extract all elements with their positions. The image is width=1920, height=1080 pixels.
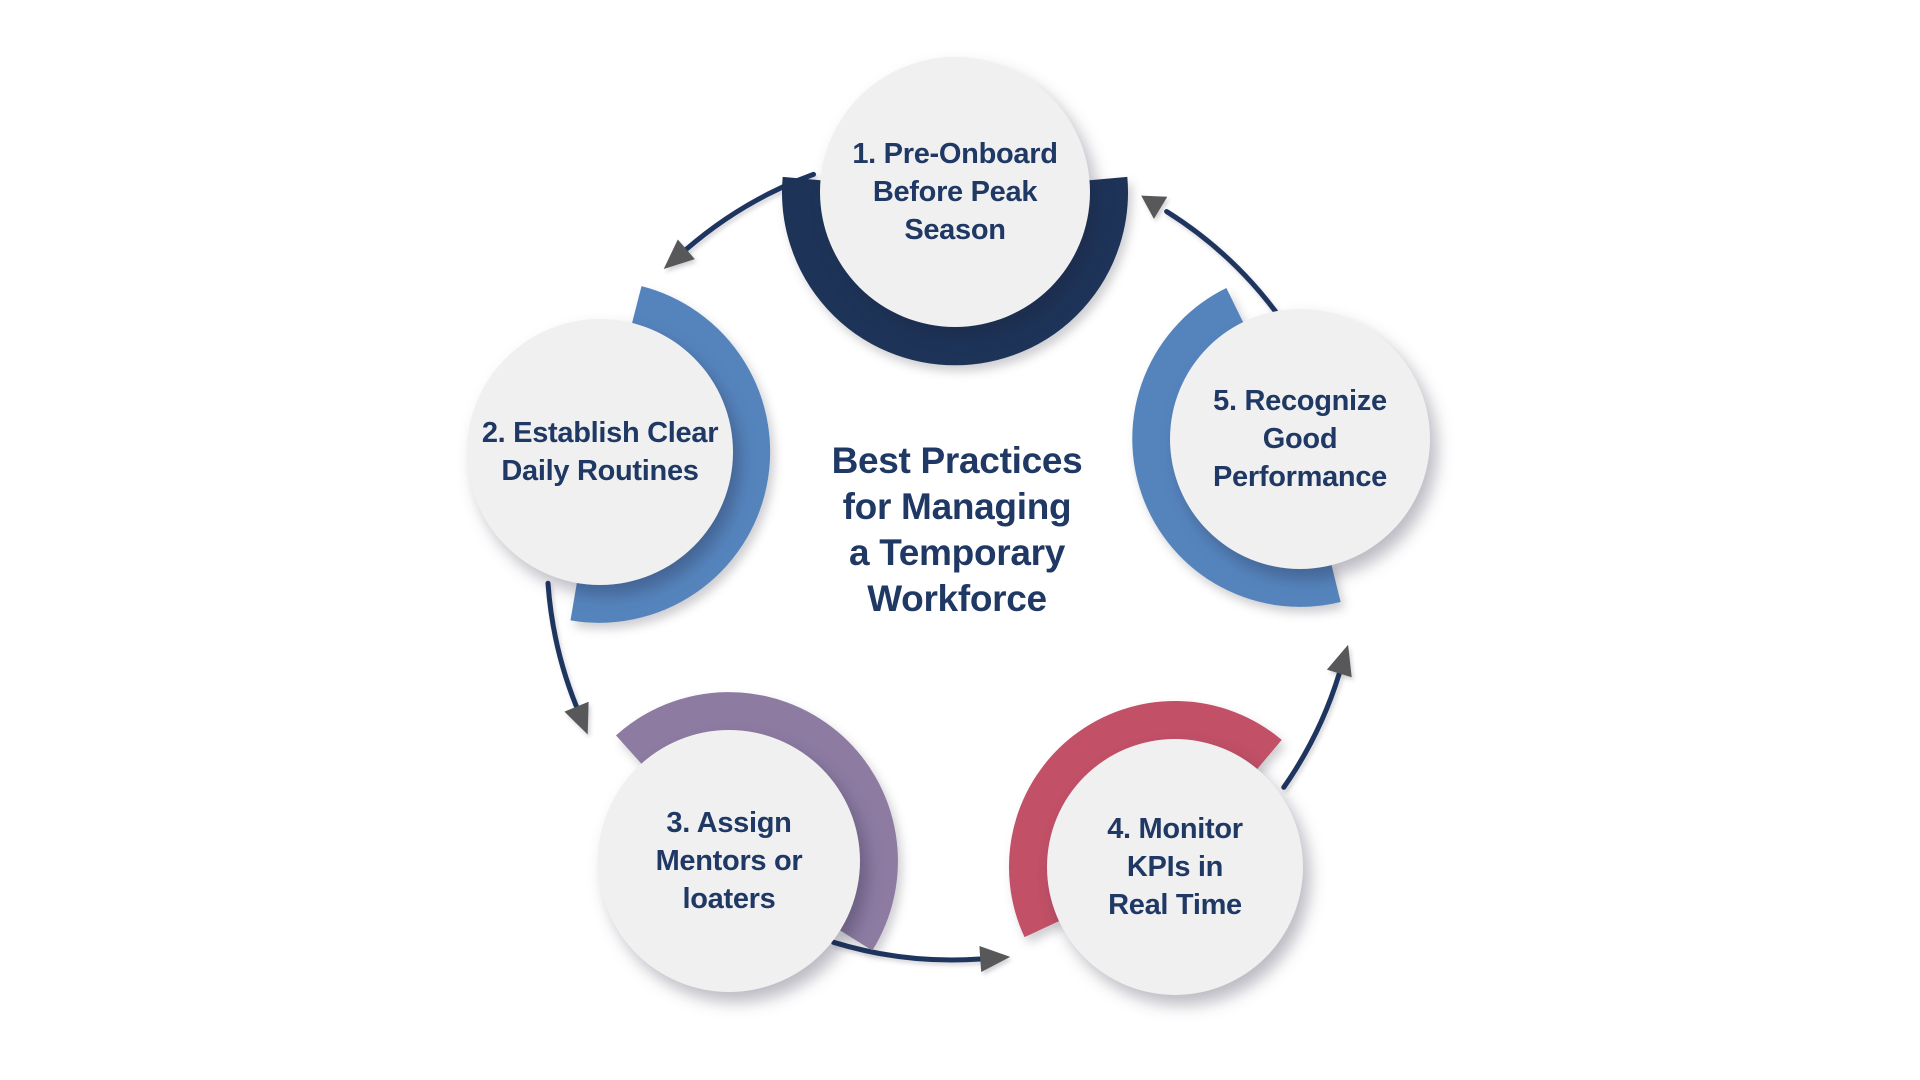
step-label-3: 3. Assign Mentors or loaters (589, 804, 869, 918)
step-arc-3 (615, 692, 898, 951)
step-arc-5 (1132, 288, 1341, 607)
diagram-title: Best Practices for Managing a Temporary … (727, 438, 1187, 622)
step-circle-2 (467, 319, 733, 585)
title-line: Workforce (867, 578, 1047, 619)
step-arc-1 (782, 176, 1128, 366)
arrow-head-1-2-icon (663, 239, 695, 269)
step-circle-5 (1170, 309, 1430, 569)
step-label-2: 2. Establish Clear Daily Routines (450, 414, 750, 490)
arrow-head-4-5-icon (1326, 644, 1352, 678)
step-label-line: 5. Recognize (1213, 385, 1387, 417)
arrow-5-1 (1164, 209, 1278, 314)
step-label-line: Performance (1213, 461, 1387, 493)
step-arc-2 (570, 286, 771, 623)
title-line: a Temporary (848, 532, 1066, 573)
step-label-line: loaters (682, 883, 776, 915)
step-label-line: 3. Assign (666, 807, 792, 839)
step-arcs (570, 176, 1341, 951)
arrow-4-5 (1281, 670, 1342, 790)
step-label-line: 2. Establish Clear (481, 417, 719, 449)
step-circle-3 (598, 730, 860, 992)
step-label-line: Season (904, 214, 1006, 246)
step-label-line: Good (1262, 423, 1338, 455)
step-label-line: Daily Routines (501, 455, 699, 487)
arrow-head-2-3-icon (564, 701, 589, 735)
step-label-line: Mentors or (655, 845, 803, 877)
step-label-line: 1. Pre-Onboard (852, 138, 1058, 170)
step-label-1: 1. Pre-Onboard Before Peak Season (805, 135, 1105, 249)
step-arc-4 (1009, 701, 1282, 938)
title-line: for Managing (842, 486, 1072, 527)
arrows (545, 171, 1352, 972)
arrow-head-5-1-icon (1141, 195, 1168, 219)
step-label-5: 5. Recognize Good Performance (1160, 382, 1440, 496)
arrow-3-4 (831, 939, 983, 963)
step-circles (467, 57, 1430, 995)
step-label-line: 4. Monitor (1107, 813, 1243, 845)
step-label-4: 4. Monitor KPIs in Real Time (1035, 810, 1315, 924)
step-label-line: Before Peak (872, 176, 1038, 208)
arrow-head-3-4-icon (979, 946, 1011, 972)
arrow-2-3 (545, 580, 579, 710)
title-line: Best Practices (831, 440, 1083, 481)
step-label-line: KPIs in (1126, 851, 1224, 883)
step-label-line: Real Time (1108, 889, 1242, 921)
step-circle-1 (820, 57, 1090, 327)
step-circle-4 (1047, 739, 1303, 995)
